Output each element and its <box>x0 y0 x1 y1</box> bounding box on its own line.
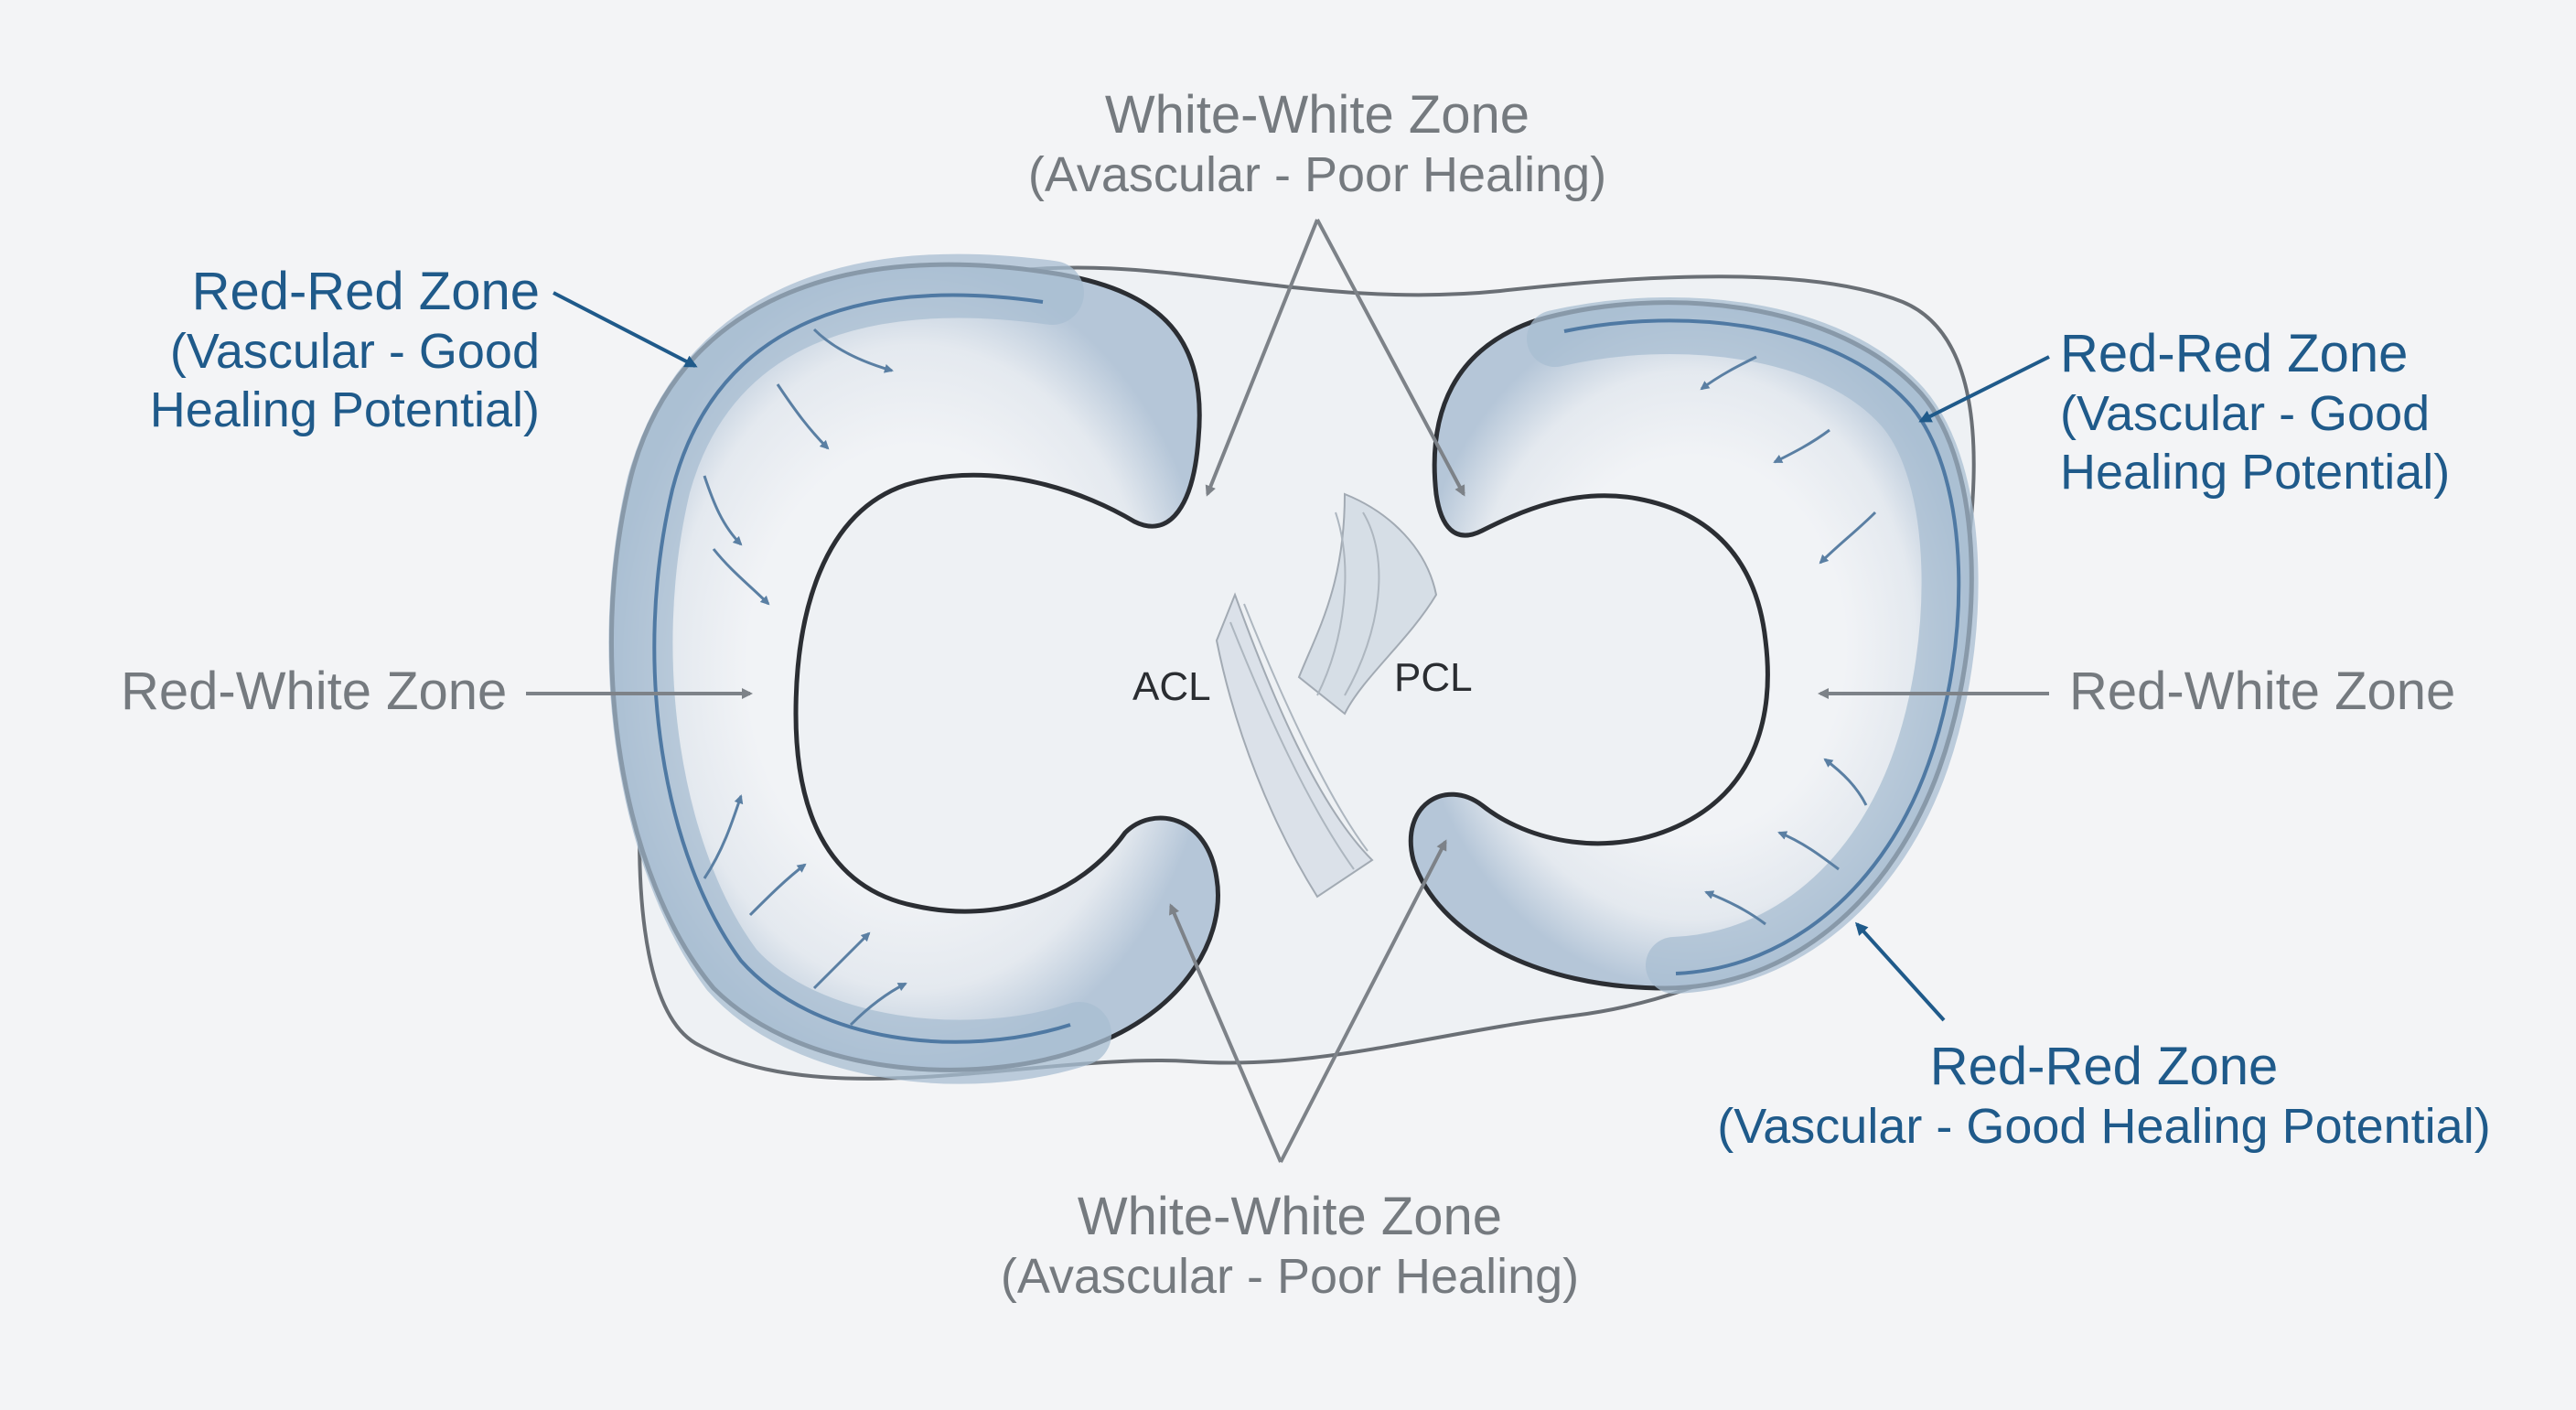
top-white-white-label: White-White Zone (Avascular - Poor Heali… <box>1025 84 1610 205</box>
top-white-white-arrows <box>1205 219 1465 497</box>
pcl-label: PCL <box>1394 655 1473 700</box>
red-red-arrows <box>553 291 2050 1022</box>
pcl-ligament <box>1297 492 1438 716</box>
top-white-white-subtitle: (Avascular - Poor Healing) <box>1027 147 1607 203</box>
left-peripheral-vessel <box>652 293 1071 1044</box>
acl-ligament <box>1215 592 1374 899</box>
left-red-white-label: Red-White Zone <box>121 662 508 721</box>
right-red-red-label: Red-Red Zone (Vascular - Good Healing Po… <box>2060 323 2517 502</box>
bottom-white-white-title: White-White Zone <box>1077 1187 1503 1246</box>
top-white-white-title: White-White Zone <box>1104 85 1530 145</box>
bottom-red-red-subtitle: (Vascular - Good Healing Potential) <box>1717 1099 2491 1155</box>
right-red-red-title: Red-Red Zone <box>2060 324 2409 383</box>
left-red-red-title: Red-Red Zone <box>191 262 540 321</box>
left-red-red-line2: (Vascular - Good <box>169 324 540 380</box>
right-red-red-band <box>1527 297 1979 994</box>
right-red-red-line2: (Vascular - Good <box>2060 386 2431 442</box>
bottom-red-red-title: Red-Red Zone <box>1929 1037 2279 1096</box>
right-vessel-arrows <box>1700 355 1877 926</box>
bottom-red-red-label: Red-Red Zone (Vascular - Good Healing Po… <box>1683 1036 2525 1157</box>
bottom-white-white-arrows <box>1169 839 1447 1163</box>
left-red-red-label: Red-Red Zone (Vascular - Good Healing Po… <box>82 261 540 440</box>
right-peripheral-vessel <box>1563 318 1961 975</box>
bottom-white-white-subtitle: (Avascular - Poor Healing) <box>1000 1249 1580 1305</box>
left-vessel-arrows <box>703 328 907 1027</box>
left-red-red-line3: Healing Potential) <box>149 382 540 438</box>
left-red-red-band <box>608 253 1111 1084</box>
acl-label: ACL <box>1132 664 1211 709</box>
right-red-red-line3: Healing Potential) <box>2060 445 2451 500</box>
bottom-white-white-label: White-White Zone (Avascular - Poor Heali… <box>997 1186 1583 1307</box>
right-red-white-label: Red-White Zone <box>2069 662 2456 721</box>
